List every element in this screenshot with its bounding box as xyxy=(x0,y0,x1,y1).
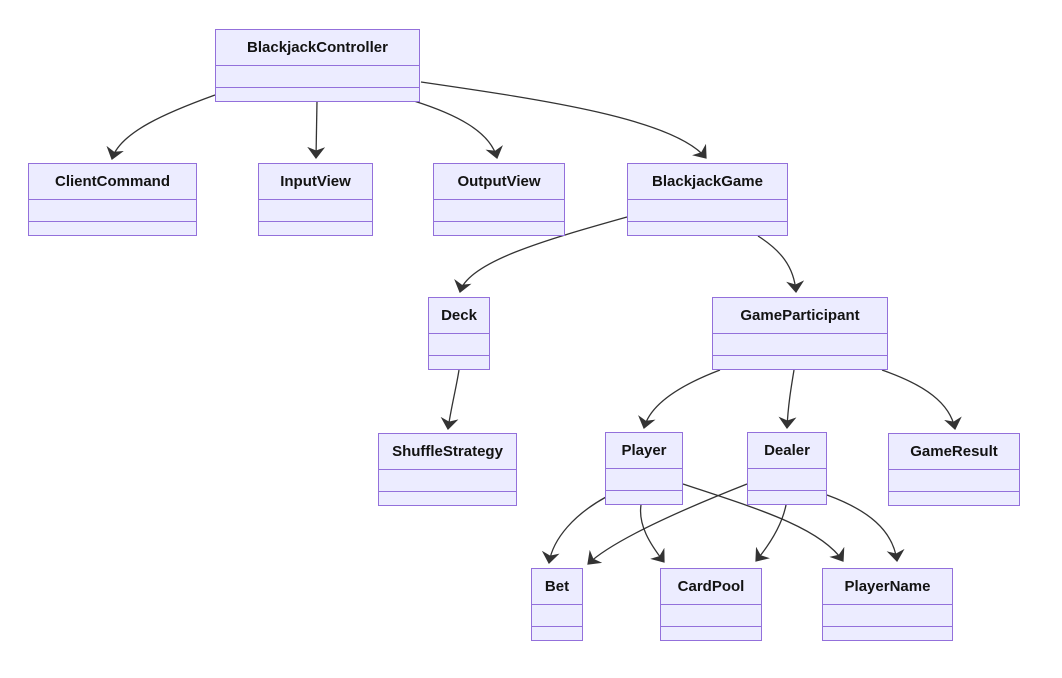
class-title: Player xyxy=(606,433,682,469)
class-node-blackjack-game: BlackjackGame xyxy=(627,163,788,236)
edge-player-to-cardpool xyxy=(639,504,665,563)
attributes-compartment xyxy=(379,470,516,492)
class-title: Dealer xyxy=(748,433,826,469)
edge-dealer-to-cardpool xyxy=(755,504,787,562)
edge-blackjackcontroller-to-outputview xyxy=(413,100,503,159)
attributes-compartment xyxy=(889,470,1019,492)
attributes-compartment xyxy=(713,334,887,356)
attributes-compartment xyxy=(216,66,419,88)
edge-blackjackcontroller-to-clientcommand xyxy=(106,94,216,160)
methods-compartment xyxy=(429,356,489,369)
edge-gameparticipant-to-player xyxy=(638,369,721,429)
class-title: InputView xyxy=(259,164,372,200)
class-node-game-result: GameResult xyxy=(888,433,1020,506)
class-title: BlackjackController xyxy=(216,30,419,66)
edge-blackjackgame-to-gameparticipant xyxy=(757,235,805,293)
methods-compartment xyxy=(216,88,419,101)
class-title: ClientCommand xyxy=(29,164,196,200)
class-title: GameParticipant xyxy=(713,298,887,334)
methods-compartment xyxy=(29,222,196,235)
class-node-bet: Bet xyxy=(531,568,583,641)
edge-dealer-to-playername xyxy=(826,494,905,562)
class-node-blackjack-controller: BlackjackController xyxy=(215,29,420,102)
class-node-client-command: ClientCommand xyxy=(28,163,197,236)
attributes-compartment xyxy=(29,200,196,222)
class-title: CardPool xyxy=(661,569,761,605)
edge-blackjackcontroller-to-inputview xyxy=(307,100,326,159)
methods-compartment xyxy=(748,491,826,504)
class-node-input-view: InputView xyxy=(258,163,373,236)
class-node-shuffle-strategy: ShuffleStrategy xyxy=(378,433,517,506)
methods-compartment xyxy=(823,627,952,640)
edge-player-to-bet xyxy=(541,496,607,564)
edge-blackjackcontroller-to-blackjackgame xyxy=(420,81,707,159)
class-title: Deck xyxy=(429,298,489,334)
class-node-deck: Deck xyxy=(428,297,490,370)
methods-compartment xyxy=(379,492,516,505)
methods-compartment xyxy=(259,222,372,235)
class-title: PlayerName xyxy=(823,569,952,605)
attributes-compartment xyxy=(628,200,787,222)
edge-dealer-to-bet xyxy=(587,483,748,565)
class-node-player: Player xyxy=(605,432,683,505)
attributes-compartment xyxy=(532,605,582,627)
edge-deck-to-shufflestrategy xyxy=(440,369,460,430)
methods-compartment xyxy=(434,222,564,235)
attributes-compartment xyxy=(429,334,489,356)
class-title: Bet xyxy=(532,569,582,605)
attributes-compartment xyxy=(606,469,682,491)
class-title: OutputView xyxy=(434,164,564,200)
methods-compartment xyxy=(628,222,787,235)
methods-compartment xyxy=(661,627,761,640)
edge-gameparticipant-to-gameresult xyxy=(881,369,962,430)
edge-blackjackgame-to-deck xyxy=(454,216,628,293)
edge-gameparticipant-to-dealer xyxy=(778,369,797,429)
methods-compartment xyxy=(606,491,682,504)
class-node-card-pool: CardPool xyxy=(660,568,762,641)
class-node-output-view: OutputView xyxy=(433,163,565,236)
attributes-compartment xyxy=(259,200,372,222)
attributes-compartment xyxy=(748,469,826,491)
attributes-compartment xyxy=(823,605,952,627)
class-title: ShuffleStrategy xyxy=(379,434,516,470)
methods-compartment xyxy=(713,356,887,369)
methods-compartment xyxy=(889,492,1019,505)
class-title: BlackjackGame xyxy=(628,164,787,200)
methods-compartment xyxy=(532,627,582,640)
attributes-compartment xyxy=(661,605,761,627)
class-node-game-participant: GameParticipant xyxy=(712,297,888,370)
attributes-compartment xyxy=(434,200,564,222)
class-node-dealer: Dealer xyxy=(747,432,827,505)
class-node-player-name: PlayerName xyxy=(822,568,953,641)
class-title: GameResult xyxy=(889,434,1019,470)
